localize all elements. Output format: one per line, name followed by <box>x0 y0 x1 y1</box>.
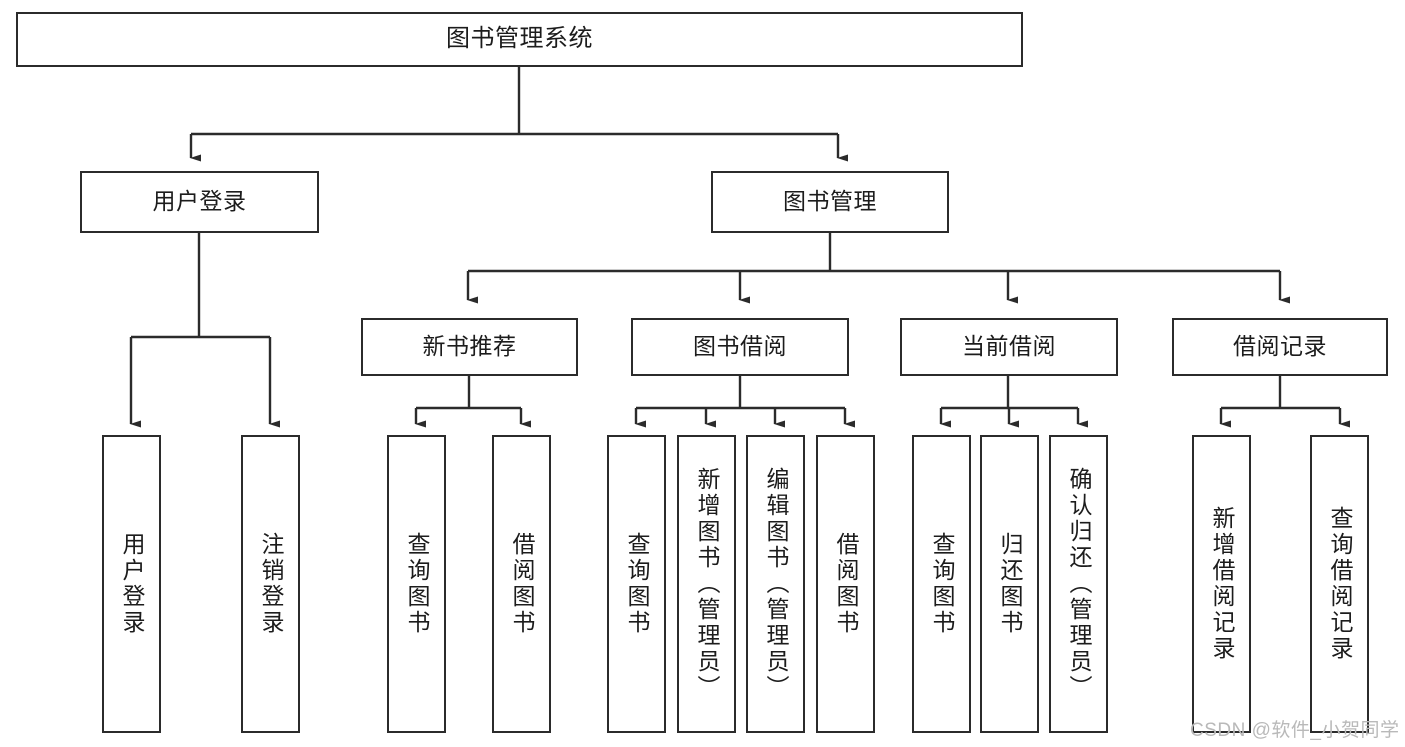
node-label: 查询借阅记录 <box>1327 506 1353 662</box>
node-label: 借阅图书 <box>833 532 859 636</box>
node-label: 用户登录 <box>119 532 145 636</box>
node-label: 新书推荐 <box>422 333 517 360</box>
node-label: 图书借阅 <box>693 333 787 360</box>
node-label: 查询图书 <box>624 532 650 636</box>
node-label: 查询图书 <box>929 532 955 636</box>
node-leaf-borrow-book[interactable]: 借阅图书 <box>816 435 875 733</box>
node-label: 新增借阅记录 <box>1209 506 1235 662</box>
node-label: 确认归还（管理员） <box>1066 467 1092 701</box>
node-label: 当前借阅 <box>962 333 1056 360</box>
node-leaf-query-book-current[interactable]: 查询图书 <box>912 435 971 733</box>
node-leaf-add-book-admin[interactable]: 新增图书（管理员） <box>677 435 736 733</box>
node-current-borrow[interactable]: 当前借阅 <box>900 318 1118 376</box>
node-leaf-add-borrow-record[interactable]: 新增借阅记录 <box>1192 435 1251 733</box>
node-leaf-query-borrow-record[interactable]: 查询借阅记录 <box>1310 435 1369 733</box>
node-leaf-logout[interactable]: 注销登录 <box>241 435 300 733</box>
node-label: 图书管理系统 <box>446 25 593 53</box>
node-leaf-user-login[interactable]: 用户登录 <box>102 435 161 733</box>
node-leaf-edit-book-admin[interactable]: 编辑图书（管理员） <box>746 435 805 733</box>
node-label: 图书管理 <box>783 188 877 215</box>
node-label: 借阅图书 <box>509 532 535 636</box>
node-label: 编辑图书（管理员） <box>763 467 789 701</box>
node-label: 查询图书 <box>404 532 430 636</box>
node-label: 新增图书（管理员） <box>694 467 720 701</box>
node-user-login[interactable]: 用户登录 <box>80 171 319 233</box>
node-leaf-confirm-return-admin[interactable]: 确认归还（管理员） <box>1049 435 1108 733</box>
node-leaf-return-book[interactable]: 归还图书 <box>980 435 1039 733</box>
node-root-book-management-system[interactable]: 图书管理系统 <box>16 12 1023 67</box>
node-leaf-query-book-borrow[interactable]: 查询图书 <box>607 435 666 733</box>
node-new-book-recommend[interactable]: 新书推荐 <box>361 318 578 376</box>
node-leaf-borrow-book-newbook[interactable]: 借阅图书 <box>492 435 551 733</box>
csdn-watermark: CSDN @软件_小贺同学 <box>1190 720 1400 741</box>
node-book-borrow[interactable]: 图书借阅 <box>631 318 849 376</box>
node-label: 用户登录 <box>152 188 247 215</box>
node-label: 归还图书 <box>997 532 1023 636</box>
node-book-management[interactable]: 图书管理 <box>711 171 949 233</box>
node-label: 借阅记录 <box>1233 333 1327 360</box>
node-label: 注销登录 <box>258 532 284 636</box>
node-leaf-query-book-newbook[interactable]: 查询图书 <box>387 435 446 733</box>
node-borrow-record[interactable]: 借阅记录 <box>1172 318 1388 376</box>
